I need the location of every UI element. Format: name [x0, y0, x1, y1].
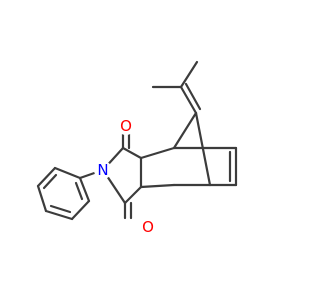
- atom-o-bottom: O: [139, 218, 157, 236]
- phenyl-ring: [36, 166, 105, 221]
- bond-phenyl-inner-3: [74, 181, 84, 201]
- nitrogen-label: N: [97, 161, 108, 179]
- bond-phenyl-2: [36, 166, 57, 188]
- bond-phenyl-inner-1: [42, 173, 58, 190]
- bond-bridge-to-bridgehead-top: [172, 111, 198, 150]
- bond-phenyl-6: [78, 176, 91, 203]
- bond-methyl-right: [179, 60, 199, 89]
- oxygen-label-bottom: O: [142, 218, 154, 236]
- bond-phenyl-inner-2: [49, 204, 72, 214]
- bond-phenyl-5: [70, 199, 91, 221]
- oxygen-label-top: O: [120, 117, 132, 135]
- bond-bridgehead-top-to-ring-junction: [139, 146, 176, 160]
- bond-exocyclic-double-1: [179, 85, 198, 115]
- bond-exocyclic-double-2: [184, 82, 202, 111]
- bond-junction-to-carbonyl-top: [121, 146, 143, 160]
- bond-phenyl-3: [36, 184, 48, 213]
- norbornene-cage: [139, 111, 238, 189]
- bond-phenyl-4: [44, 209, 74, 221]
- isopropylidene-group: [151, 60, 202, 115]
- molecule-structure-diagram: O N O: [36, 60, 238, 236]
- bond-ring-junction-bottom: [139, 183, 176, 189]
- bond-phenyl-1: [53, 166, 82, 180]
- atom-o-top: O: [117, 117, 135, 135]
- bond-carbonyl-bottom-to-junction: [123, 185, 143, 205]
- atom-n: N: [94, 161, 112, 179]
